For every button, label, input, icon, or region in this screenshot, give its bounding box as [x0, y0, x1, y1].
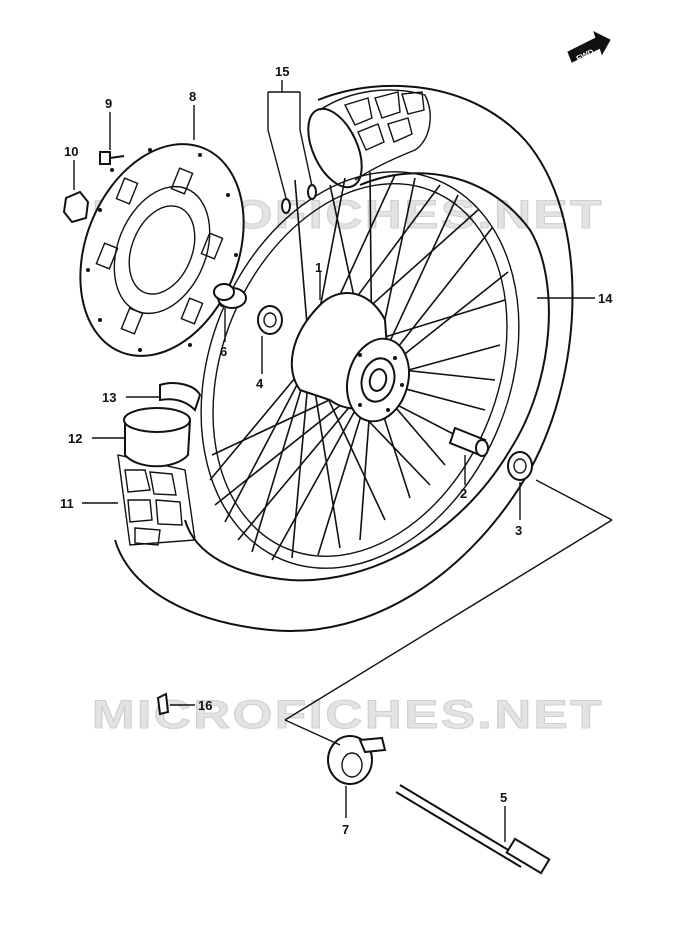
callout-4: 4 [256, 376, 264, 391]
callout-3: 3 [515, 523, 522, 538]
callout-10: 10 [64, 144, 78, 159]
brake-disc [79, 143, 245, 357]
bearing-4 [257, 305, 283, 335]
collar-6 [213, 283, 247, 309]
watermark-bottom: MICROFICHES.NET [92, 693, 604, 737]
speedometer-gearbox-7 [327, 735, 387, 785]
valve-cap-16 [156, 692, 170, 716]
tire-tread-bottom [117, 454, 196, 546]
tire-tread-top [307, 89, 431, 189]
callout-11: 11 [60, 496, 74, 511]
callout-2: 2 [460, 486, 467, 501]
callout-13: 13 [102, 390, 116, 405]
callout-15: 15 [275, 64, 289, 79]
hub [290, 292, 410, 423]
callout-12: 12 [68, 431, 82, 446]
callout-1: 1 [315, 260, 322, 275]
callout-5: 5 [500, 790, 507, 805]
callout-14: 14 [598, 291, 613, 306]
tube-12 [123, 407, 192, 468]
callout-16: 16 [198, 698, 212, 713]
callout-7: 7 [342, 822, 349, 837]
spacer-2 [448, 426, 489, 457]
bearing-3 [507, 451, 533, 481]
axle-5 [395, 784, 551, 875]
rim [200, 171, 520, 569]
leader-lines [73, 80, 613, 842]
nut-10 [62, 190, 90, 224]
bolt-9 [99, 151, 125, 165]
callout-6: 6 [220, 344, 227, 359]
fwd-arrow-icon: FWD [567, 31, 611, 63]
callout-9: 9 [105, 96, 112, 111]
callout-8: 8 [189, 89, 196, 104]
rim-band-13 [159, 382, 202, 412]
